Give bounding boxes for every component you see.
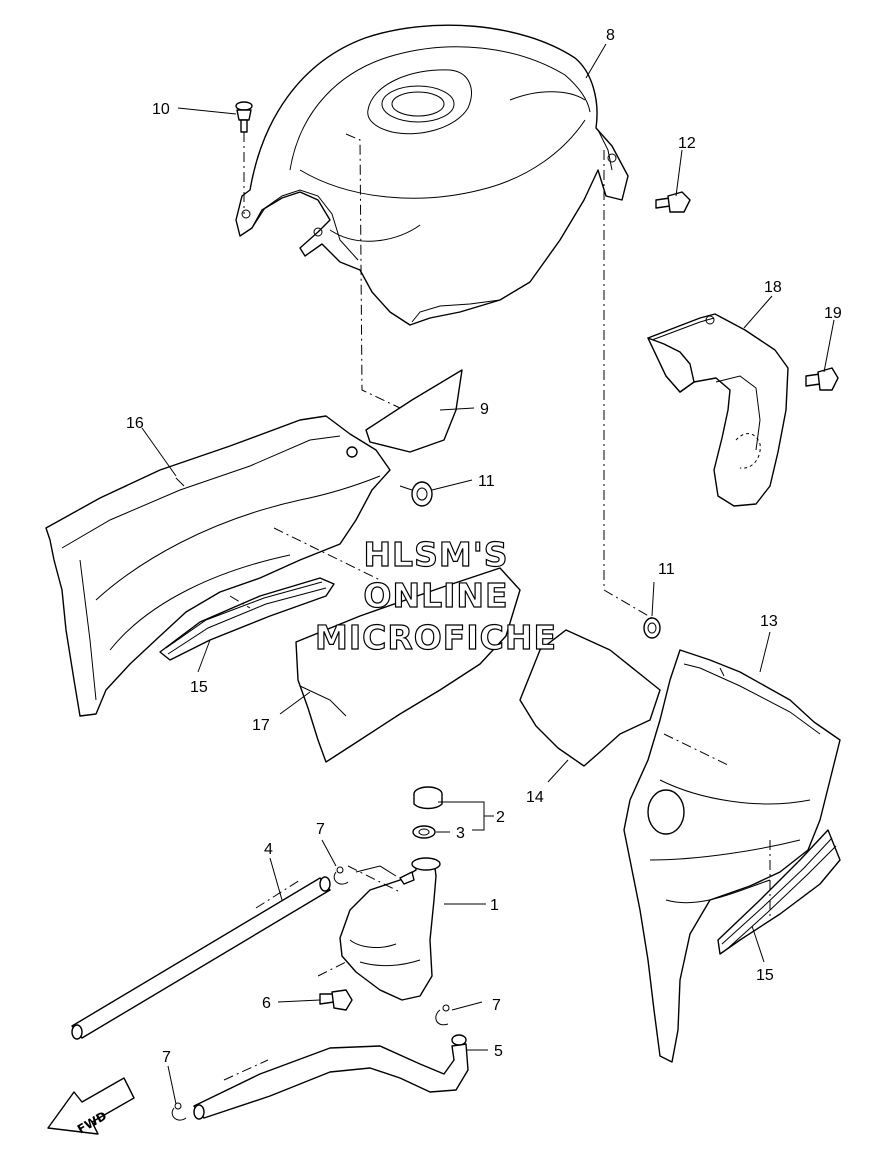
part-9-pad[interactable] (365, 369, 463, 453)
part-13-side-cover-right[interactable] (623, 649, 841, 1063)
part-12-bolt[interactable] (655, 191, 691, 213)
watermark-line-3: MICROFICHE (315, 618, 557, 657)
callout-5: 5 (494, 1043, 503, 1060)
callout-10: 10 (152, 101, 170, 118)
callout-8: 8 (606, 27, 615, 44)
watermark-line-1: HLSM'S (363, 535, 508, 574)
callout-18: 18 (764, 279, 782, 296)
part-11-grommet-upper[interactable] (411, 481, 433, 507)
callout-7-middle: 7 (492, 997, 501, 1014)
callout-15-right: 15 (756, 967, 774, 984)
part-7-clip-lower[interactable] (171, 1102, 187, 1121)
part-19-bolt[interactable] (805, 367, 839, 391)
callout-11-upper: 11 (478, 473, 495, 490)
callout-7-upper: 7 (316, 821, 325, 838)
callout-2: 2 (496, 809, 505, 826)
callout-6: 6 (262, 995, 271, 1012)
watermark-line-2: ONLINE (363, 576, 508, 615)
part-2-cap[interactable] (413, 786, 443, 810)
part-4-hose[interactable] (71, 876, 331, 1040)
watermark: HLSM'S ONLINE MICROFICHE (314, 534, 557, 657)
leader-lines (141, 43, 835, 1105)
fwd-arrow-icon: FWD (47, 1077, 135, 1136)
part-17-decal[interactable] (295, 567, 521, 763)
callout-16: 16 (126, 415, 144, 432)
part-7-clip-upper[interactable] (333, 866, 349, 885)
part-15-emblem-right[interactable] (717, 829, 841, 955)
callout-15-left: 15 (190, 679, 208, 696)
callout-19: 19 (824, 305, 842, 322)
callout-13: 13 (760, 613, 778, 630)
part-10-bolt[interactable] (235, 101, 253, 133)
callout-7-lower: 7 (162, 1049, 171, 1066)
callout-4: 4 (264, 841, 273, 858)
part-5-hose[interactable] (193, 1034, 469, 1120)
callout-3: 3 (456, 825, 465, 842)
part-14-decal[interactable] (519, 629, 661, 767)
part-11-grommet-lower[interactable] (643, 617, 661, 639)
part-18-air-duct[interactable] (647, 313, 789, 507)
callout-9: 9 (480, 401, 489, 418)
part-1-reservoir-tank[interactable] (339, 857, 441, 1001)
assembly-lines (223, 132, 771, 1081)
callout-labels: 1 2 3 4 5 6 7 7 7 8 9 10 11 11 12 13 14 … (126, 27, 842, 1066)
callout-12: 12 (678, 135, 696, 152)
callout-11-lower: 11 (658, 561, 675, 578)
part-16-side-cover-left[interactable] (45, 415, 391, 717)
part-15-emblem-left[interactable] (159, 577, 335, 661)
part-7-clip-middle[interactable] (435, 1004, 450, 1026)
part-6-bolt[interactable] (319, 989, 353, 1011)
callout-17: 17 (252, 717, 270, 734)
part-3-washer[interactable] (412, 825, 436, 839)
callout-1: 1 (490, 897, 499, 914)
callout-14: 14 (526, 789, 544, 806)
part-8-tank-cover[interactable] (235, 24, 629, 326)
